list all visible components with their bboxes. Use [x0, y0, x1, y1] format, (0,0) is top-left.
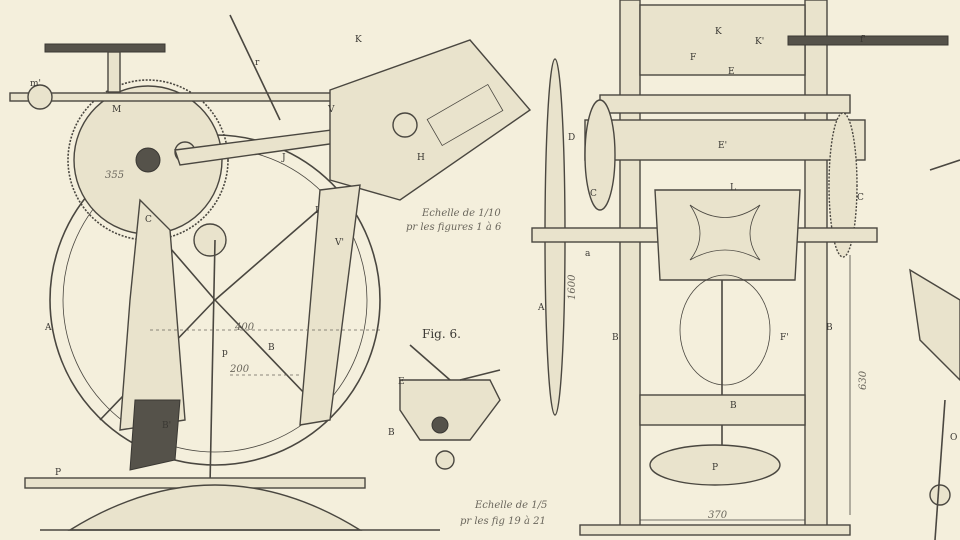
label-F: F [690, 53, 696, 63]
label-K-right: K [715, 27, 722, 37]
treadle-foot [649, 444, 781, 486]
scale-note-2-line2: pr les fig 19 à 21 [460, 516, 546, 527]
label-f: f' [860, 35, 866, 45]
platen-arm [329, 39, 532, 201]
label-C-right2: C [857, 193, 864, 203]
label-B: B [268, 343, 275, 353]
dim-400: 400 [234, 322, 255, 333]
dim-355: 355 [105, 170, 124, 181]
dim-1600: 1600 [567, 274, 578, 300]
bed-casting [654, 189, 801, 281]
label-Vp: V' [334, 238, 344, 248]
scale-note-1-line1: Echelle de 1/10 [421, 208, 501, 219]
label-Kp: K' [755, 37, 764, 47]
label-B-right3: B [730, 401, 737, 411]
far-right-partial-figure [909, 159, 960, 540]
label-O: O [950, 433, 957, 443]
dim-200: 200 [229, 364, 250, 375]
label-Fp: F' [780, 333, 789, 343]
label-p: p [222, 348, 228, 358]
label-A: A [44, 323, 52, 333]
label-Bp: B' [162, 421, 171, 431]
label-B-right2: B [826, 323, 833, 333]
label-E-right: E [728, 67, 735, 77]
label-I: I [315, 206, 319, 216]
label-V: V [327, 105, 335, 115]
figure-label: Fig. 6. [422, 327, 461, 341]
dim-630: 630 [858, 370, 869, 390]
scale-note-1-line2: pr les figures 1 à 6 [406, 222, 502, 233]
dim-370: 370 [708, 510, 728, 521]
label-Ep: E' [718, 141, 727, 151]
label-m: m' [30, 79, 41, 89]
label-D: D [568, 133, 575, 143]
label-M: M [112, 105, 121, 115]
label-A-right: A [537, 303, 545, 313]
label-K: K [355, 35, 362, 45]
ink-table [44, 43, 166, 53]
label-B-right: B [612, 333, 619, 343]
label-L: L [730, 183, 736, 193]
label-P-right: P [712, 463, 718, 473]
gear-c [67, 79, 229, 241]
fig-6-detail [399, 344, 501, 470]
label-r: r [255, 58, 260, 68]
label-C: C [145, 215, 152, 225]
label-H: H [417, 153, 425, 163]
label-B-fig6: B [388, 428, 395, 438]
label-a: a [585, 249, 591, 259]
ink-table-right [787, 35, 949, 46]
left-press-side-view [9, 14, 532, 531]
label-J: J [281, 153, 286, 163]
right-press-front-view [531, 0, 949, 536]
label-P: P [55, 468, 61, 478]
frame-leg [119, 198, 186, 431]
label-C-right: C [590, 189, 597, 199]
label-E-fig6: E [398, 377, 405, 387]
scale-note-2-line1: Echelle de 1/5 [474, 500, 547, 511]
side-gear [828, 112, 858, 258]
